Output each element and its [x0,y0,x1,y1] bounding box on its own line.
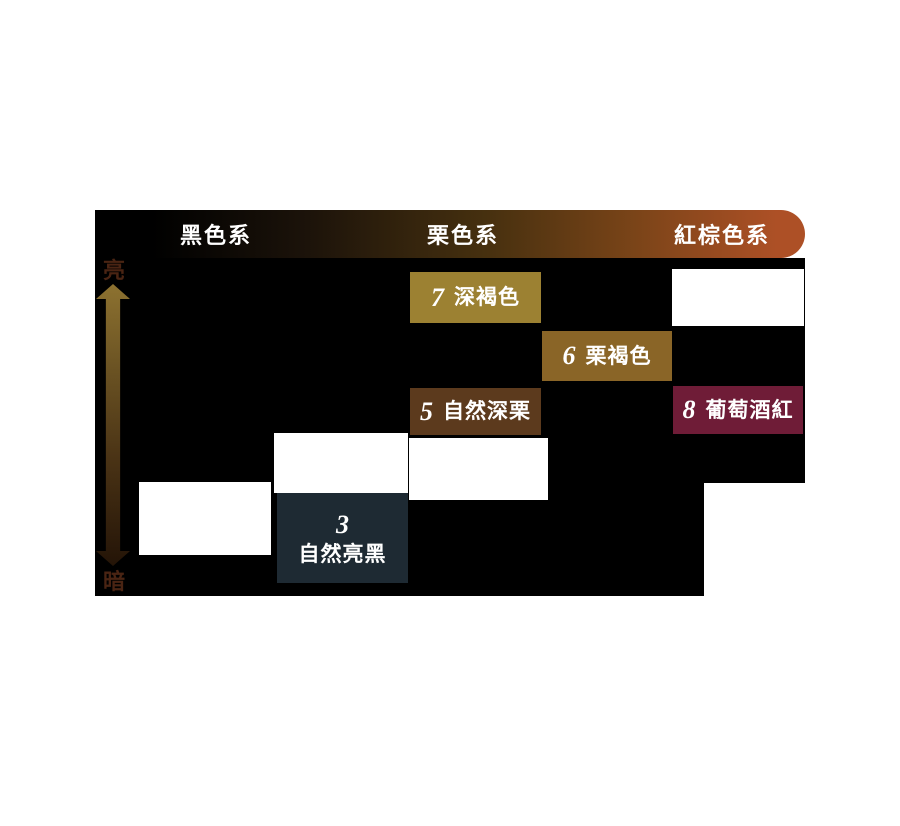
shade-number: 5 [420,396,433,426]
blank-swatch [672,269,804,326]
category-header-bar: 黑色系 栗色系 紅棕色系 [95,210,805,258]
category-label-red-brown-series: 紅棕色系 [673,223,771,248]
shade-label: 栗褐色 [585,344,652,368]
shade-label: 葡萄酒紅 [705,398,794,422]
color-swatch-7: 7 深褐色 [410,272,541,323]
brightness-axis-top-label: 亮 [102,258,125,283]
shade-label: 自然亮黑 [298,542,387,566]
blank-swatch [139,482,271,555]
color-swatch-3: 3 自然亮黑 [277,493,408,583]
color-swatch-8: 8 葡萄酒紅 [673,386,803,434]
blank-swatch [274,433,408,493]
category-label-chestnut-series: 栗色系 [426,223,500,248]
shade-number: 6 [562,341,576,370]
blank-swatch [409,438,548,500]
color-swatch-5: 5 自然深栗 [410,388,541,435]
shade-label: 自然深栗 [443,400,531,423]
blank-swatch [704,483,805,596]
shade-number: 3 [336,509,349,539]
shade-label: 深褐色 [454,286,520,309]
brightness-axis-bottom-label: 暗 [102,569,125,594]
category-label-black-series: 黑色系 [179,223,253,248]
color-swatch-6: 6 栗褐色 [542,331,672,381]
shade-number: 7 [431,282,444,312]
shade-number: 8 [682,395,696,424]
